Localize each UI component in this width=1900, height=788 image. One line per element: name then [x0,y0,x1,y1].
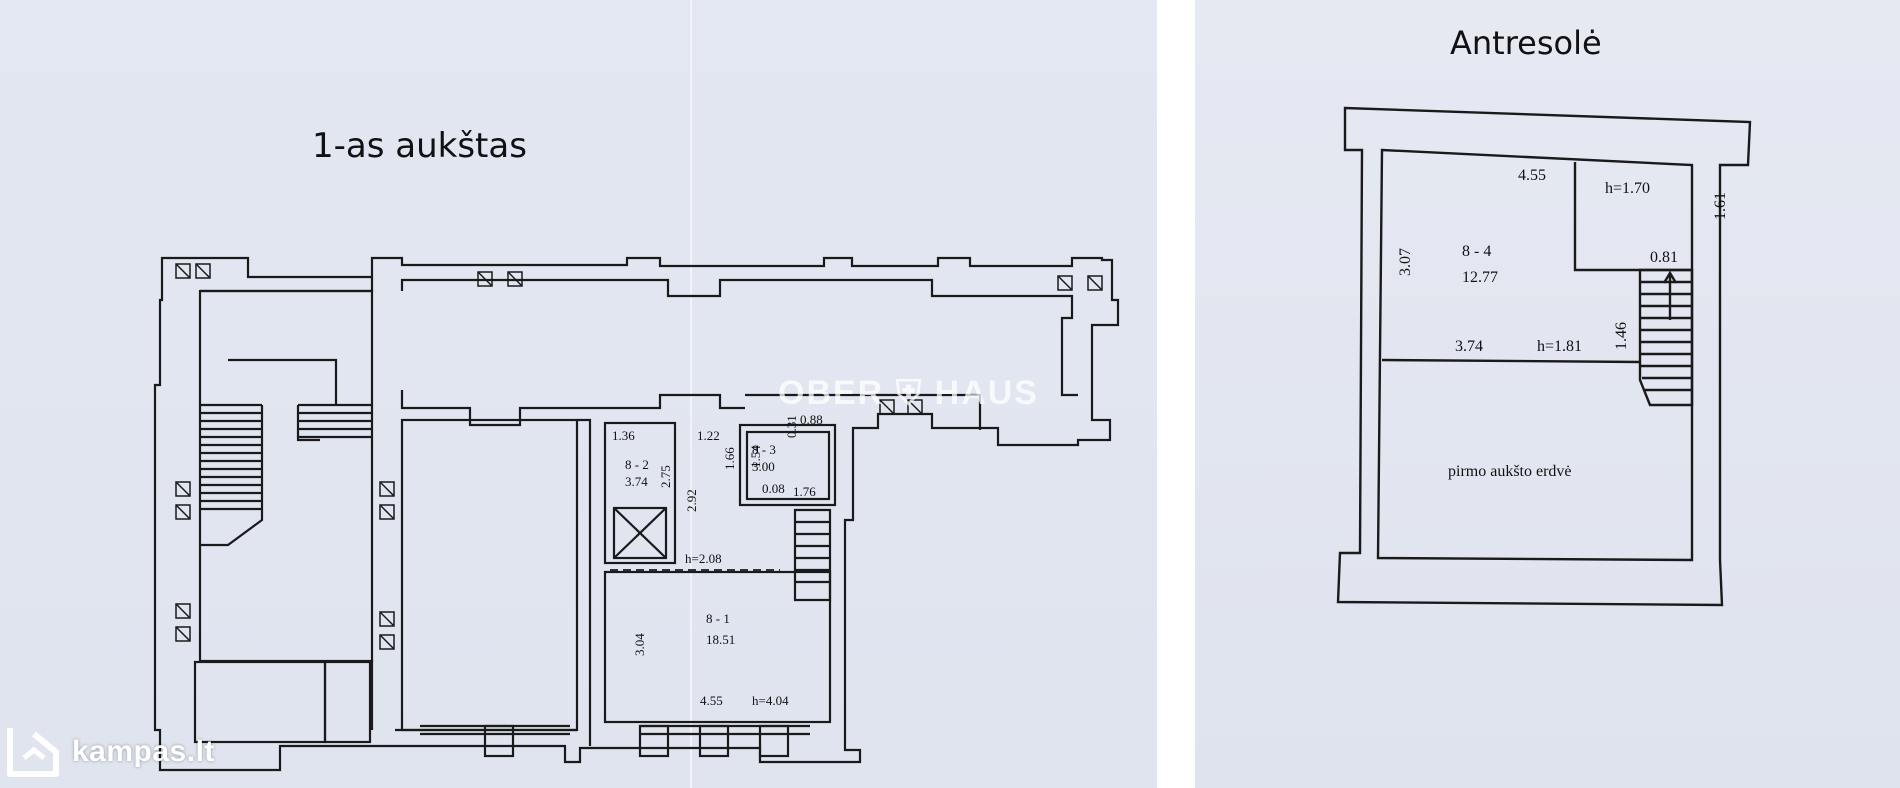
sheet-gap [1157,0,1195,788]
dim-label: 4.55 [700,693,723,708]
height-label: h=4.04 [752,693,789,708]
space-label: pirmo aukšto erdvė [1448,463,1572,480]
room-8-2 [603,421,677,565]
room-area-label: 3.00 [752,459,775,474]
dim-label: 1.66 [722,447,737,470]
dim-label: 2.92 [684,489,699,512]
dim-label: 3.07 [1397,248,1414,276]
dim-label: 0.81 [1650,249,1678,266]
floor-title: 1-as aukštas [312,126,527,166]
interior-stair [793,508,832,602]
mezzanine-title: Antresolė [1450,24,1602,62]
ober-haus-watermark: OBER ⛨ HAUS [778,374,1039,413]
height-label: h=2.08 [685,551,722,566]
dim-label: 3.04 [632,633,647,656]
shower-tray [612,506,668,560]
room-area-label: 3.74 [625,474,648,489]
mezz-inner-wall [1376,148,1694,562]
outer-wall [153,256,1120,772]
kampas-logo-icon [7,728,59,777]
height-label: h=1.81 [1537,338,1582,355]
dim-label: 0.08 [762,481,785,496]
stair-flight [200,403,262,511]
height-label: h=1.70 [1605,180,1650,197]
room-id-label: 8 - 2 [625,457,649,472]
dim-label: 1.54 [748,445,763,468]
room-area-label: 12.77 [1462,269,1498,286]
right-sheet [1195,0,1900,788]
dim-label: 1.36 [612,428,635,443]
dim-label: 0.88 [800,412,823,427]
ground-floor-plan: 1.36 8 - 2 3.74 1.22 8 - 3 3.00 0.08 1.7… [153,256,1120,772]
corridor-south [400,390,982,430]
ober-text: OBER [778,374,885,412]
room-8-1 [603,570,832,724]
dim-label: 0.31 [784,415,799,438]
room-8-3 [738,423,837,507]
room-id-label: 8 - 4 [1462,243,1491,260]
ober-haus-shield-icon: ⛨ [895,374,924,412]
kampas-watermark: kampas.lt [4,724,215,780]
room-id-label: 8 - 3 [752,442,776,457]
dim-label: 1.46 [1613,322,1630,350]
dim-label: 2.75 [658,465,673,488]
mezz-outer-wall [1336,106,1752,607]
kampas-text: kampas.lt [72,735,215,768]
dim-label: 1.61 [1712,192,1729,220]
mezz-floor-edge [1381,358,1641,364]
mezz-stair [1638,268,1694,407]
haus-text: HAUS [934,374,1039,412]
dim-label: 1.76 [793,484,816,499]
vent-shafts [175,263,1103,650]
room-id-label: 8 - 1 [706,611,730,626]
dim-label: 3.74 [1455,338,1483,355]
dim-label: 1.22 [697,428,720,443]
dim-label: 4.55 [1518,167,1546,184]
room-area-label: 18.51 [706,632,735,647]
